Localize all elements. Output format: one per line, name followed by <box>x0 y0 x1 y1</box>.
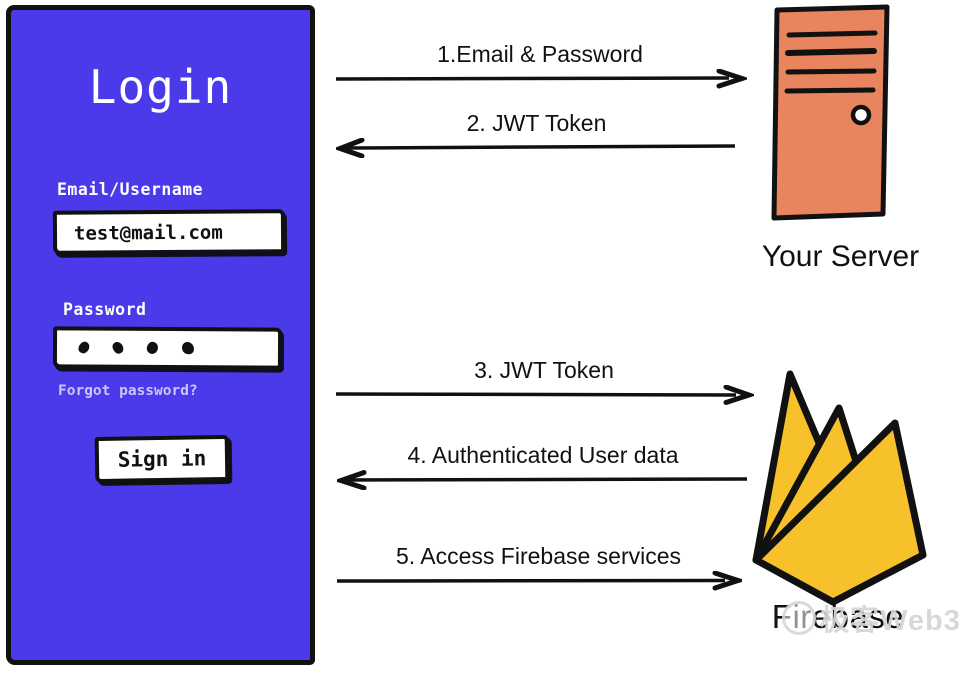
arrow-left-icon <box>337 470 748 490</box>
firebase-node <box>746 362 930 612</box>
flow-step-5: 5. Access Firebase services <box>335 543 742 591</box>
password-input[interactable] <box>52 326 283 370</box>
forgot-password-link[interactable]: Forgot password? <box>58 383 198 399</box>
flow-label-2: 2. JWT Token <box>466 110 607 136</box>
flow-step-1: 1.Email & Password <box>333 41 747 89</box>
arrow-right-icon <box>336 571 742 591</box>
login-title: Login <box>88 60 233 114</box>
flow-step-4: 4. Authenticated User data <box>337 442 749 490</box>
watermark-text: 极客Web3 <box>820 605 961 637</box>
your-server-node <box>768 3 894 225</box>
arrow-right-icon <box>335 385 754 405</box>
login-panel: Login Email/Username test@mail.com Passw… <box>6 5 315 665</box>
password-dot <box>76 339 92 356</box>
email-label: Email/Username <box>57 180 204 199</box>
flow-label-4: 4. Authenticated User data <box>407 442 679 468</box>
watermark: 极客Web3 <box>782 597 961 639</box>
flow-step-2: 2. JWT Token <box>336 110 737 158</box>
watermark-badge-icon <box>782 601 816 635</box>
password-label: Password <box>63 300 147 319</box>
flow-step-3: 3. JWT Token <box>334 357 754 405</box>
flow-label-5: 5. Access Firebase services <box>395 543 682 569</box>
password-dot <box>181 341 195 355</box>
password-dot <box>144 340 161 356</box>
server-tower-icon <box>771 4 890 221</box>
arrow-left-icon <box>336 138 736 158</box>
sign-in-button[interactable]: Sign in <box>94 434 230 484</box>
firebase-flame-icon <box>752 370 927 606</box>
password-dot <box>110 340 126 356</box>
flow-label-3: 3. JWT Token <box>474 357 614 383</box>
arrow-right-icon <box>335 69 747 89</box>
your-server-label: Your Server <box>761 240 920 273</box>
email-input[interactable]: test@mail.com <box>52 209 286 255</box>
flow-label-1: 1.Email & Password <box>437 41 643 67</box>
